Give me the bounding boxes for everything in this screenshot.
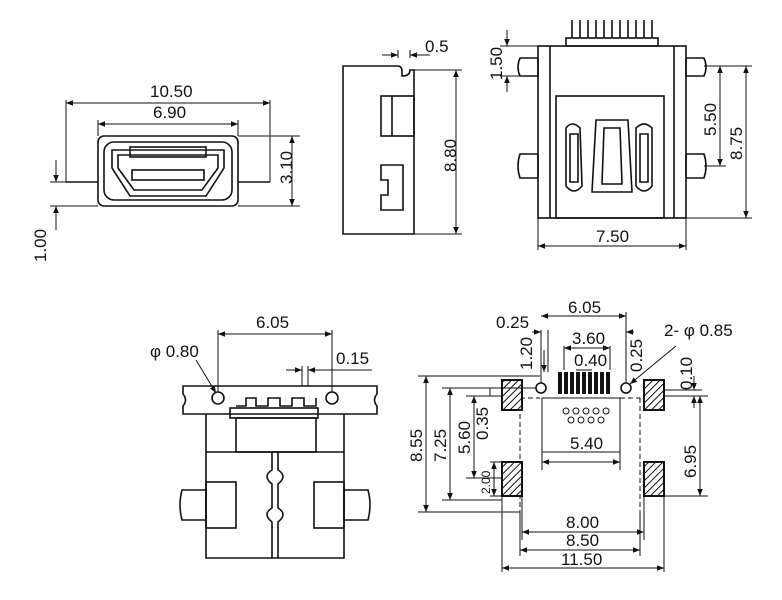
dim-8-00: 8.00	[566, 513, 599, 532]
dim-5-60: 5.60	[455, 421, 474, 454]
dim-7-50: 7.50	[596, 227, 629, 246]
dim-1-20: 1.20	[517, 337, 536, 370]
side-view: 0.5 8.80	[342, 37, 462, 235]
bottom-view: φ 0.80 6.05 0.15	[150, 313, 378, 559]
dim-6-05-footprint: 6.05	[568, 298, 601, 317]
dim-0-25-left: 0.25	[496, 313, 529, 332]
dim-10-50: 10.50	[150, 82, 193, 101]
signal-pads	[558, 372, 610, 394]
dim-7-25: 7.25	[431, 429, 450, 462]
dim-0-10: 0.10	[677, 357, 696, 390]
dim-8-50: 8.50	[566, 531, 599, 550]
dim-2-00: 2.00	[479, 470, 493, 494]
dim-0-15: 0.15	[336, 349, 369, 368]
dim-3-10: 3.10	[277, 151, 296, 184]
dim-6-95: 6.95	[681, 445, 700, 478]
top-view: 1.50 5.50 8.75 7.50	[487, 20, 752, 250]
pad-bottom-left	[501, 461, 523, 497]
dim-8-75: 8.75	[727, 127, 746, 160]
footprint-view: 0.25 6.05 0.25 2- φ 0.85 1.20 3.60 0.40 …	[407, 298, 733, 572]
hole-label-0-80: φ 0.80	[150, 342, 199, 361]
dim-0-35: 0.35	[473, 407, 492, 440]
dim-5-50: 5.50	[701, 103, 720, 136]
pad-top-right	[643, 379, 665, 411]
dim-11-50: 11.50	[561, 550, 602, 569]
pin-holes	[562, 407, 610, 424]
dim-6-90: 6.90	[153, 103, 186, 122]
dim-0-40: 0.40	[574, 351, 607, 370]
pad-top-left	[501, 379, 523, 411]
dim-5-40: 5.40	[570, 434, 603, 453]
dim-8-80: 8.80	[441, 139, 460, 172]
dim-1-50: 1.50	[487, 47, 506, 80]
dim-0-5: 0.5	[425, 37, 449, 56]
top-pins	[571, 20, 653, 38]
pad-bottom-right	[643, 461, 665, 497]
dim-1-00: 1.00	[31, 229, 50, 262]
dim-0-25-right: 0.25	[627, 339, 646, 372]
dim-6-05-bottom: 6.05	[256, 313, 289, 332]
front-view: 10.50 6.90 3.10 1.00	[31, 82, 300, 262]
dim-3-60: 3.60	[572, 329, 605, 348]
dim-8-55: 8.55	[407, 429, 426, 462]
hole-label-0-85: 2- φ 0.85	[664, 321, 733, 340]
